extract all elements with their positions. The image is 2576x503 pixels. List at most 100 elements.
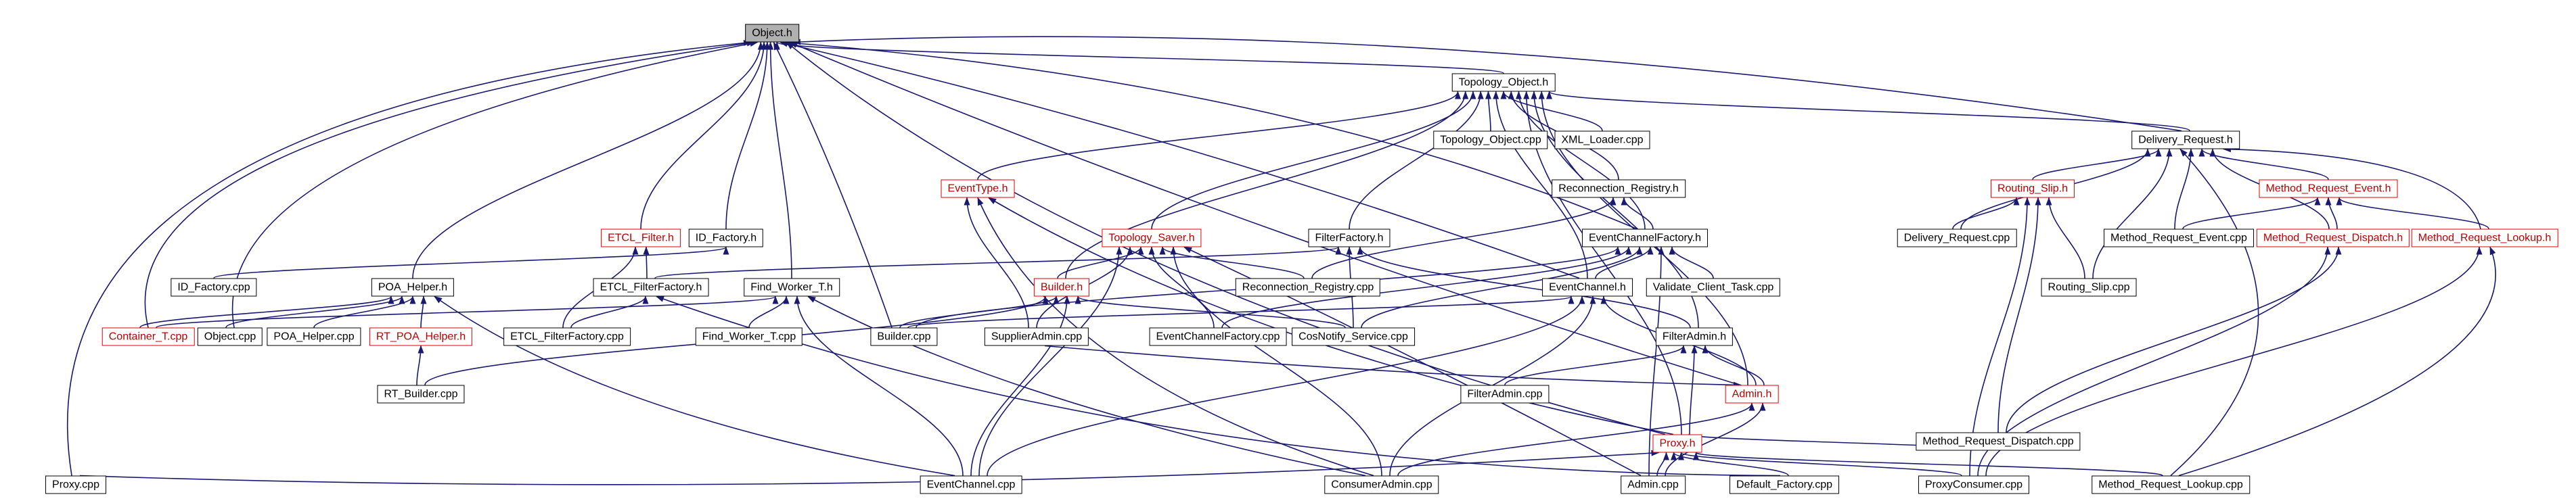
graph-node-method-request-event-cpp[interactable]: Method_Request_Event.cpp xyxy=(2104,229,2254,247)
edge-container-t-cpp-includes-object-h xyxy=(144,40,755,328)
graph-node-etcl-filterfactory-h[interactable]: ETCL_FilterFactory.h xyxy=(593,278,709,297)
graph-node-consumeradmin-cpp[interactable]: ConsumerAdmin.cpp xyxy=(1324,475,1439,494)
graph-node-proxy-cpp[interactable]: Proxy.cpp xyxy=(45,475,106,494)
edge-eventchannel-cpp-includes-find-worker-t-h xyxy=(794,295,964,476)
edge-rt-poa-helper-h-includes-poa-helper-h xyxy=(420,295,427,328)
edge-filterfactory-h-includes-topology-object-h xyxy=(1349,91,1484,229)
graph-node-default-factory-cpp[interactable]: Default_Factory.cpp xyxy=(1730,475,1839,494)
graph-node-cosnotify-service-cpp[interactable]: CosNotify_Service.cpp xyxy=(1292,327,1415,346)
edge-id-factory-cpp-includes-id-factory-h xyxy=(213,246,729,279)
edge-eventchannel-cpp-includes-poa-helper-h xyxy=(434,295,955,477)
graph-node-admin-cpp[interactable]: Admin.cpp xyxy=(1621,475,1686,494)
graph-node-eventchannelfactory-h[interactable]: EventChannelFactory.h xyxy=(1581,229,1709,247)
edge-method-request-event-cpp-includes-method-request-event-h xyxy=(2182,197,2321,229)
edge-filteradmin-h-includes-filterfactory-h xyxy=(1357,246,1691,328)
edge-builder-cpp-includes-builder-h xyxy=(899,295,1060,329)
graph-node-delivery-request-h[interactable]: Delivery_Request.h xyxy=(2131,130,2240,149)
graph-node-etcl-filter-h[interactable]: ETCL_Filter.h xyxy=(601,229,681,247)
edge-routing-slip-cpp-includes-routing-slip-h xyxy=(2046,197,2085,279)
edge-proxy-h-includes-eventtype-h xyxy=(988,197,1674,435)
edge-eventchannelfactory-h-includes-topology-object-h xyxy=(1516,91,1646,229)
graph-node-routing-slip-h[interactable]: Routing_Slip.h xyxy=(1990,179,2075,198)
graph-node-poa-helper-h[interactable]: POA_Helper.h xyxy=(371,278,455,297)
graph-node-filteradmin-cpp[interactable]: FilterAdmin.cpp xyxy=(1460,385,1550,404)
edge-xml-loader-cpp-includes-topology-object-h xyxy=(1500,91,1603,131)
edge-delivery-request-h-includes-topology-object-h xyxy=(1546,91,2190,132)
graph-node-object-h[interactable]: Object.h xyxy=(745,24,799,43)
graph-node-topology-saver-h[interactable]: Topology_Saver.h xyxy=(1102,229,1202,247)
graph-node-eventchannelfactory-cpp[interactable]: EventChannelFactory.cpp xyxy=(1149,327,1287,346)
graph-node-find-worker-t-cpp[interactable]: Find_Worker_T.cpp xyxy=(695,327,803,346)
graph-node-builder-cpp[interactable]: Builder.cpp xyxy=(870,327,938,346)
graph-node-method-request-lookup-cpp[interactable]: Method_Request_Lookup.cpp xyxy=(2092,475,2250,494)
graph-node-proxyconsumer-cpp[interactable]: ProxyConsumer.cpp xyxy=(1918,475,2030,494)
edge-cosnotify-service-cpp-includes-eventchannelfactory-h xyxy=(1361,246,1643,328)
edge-eventchannel-h-includes-topology-object-h xyxy=(1493,91,1588,279)
graph-node-eventtype-h[interactable]: EventType.h xyxy=(941,179,1015,198)
edge-default-factory-cpp-includes-proxy-h xyxy=(1671,452,1789,477)
edge-method-request-dispatch-h-includes-method-request-event-h xyxy=(2325,197,2338,229)
graph-node-method-request-dispatch-h[interactable]: Method_Request_Dispatch.h xyxy=(2256,229,2410,247)
edge-topology-object-cpp-includes-topology-object-h xyxy=(1485,91,1492,131)
graph-node-find-worker-t-h[interactable]: Find_Worker_T.h xyxy=(744,278,840,297)
graph-node-xml-loader-cpp[interactable]: XML_Loader.cpp xyxy=(1554,130,1650,149)
edge-builder-cpp-includes-eventchannel-h xyxy=(907,295,1574,329)
edge-find-worker-t-cpp-includes-find-worker-t-h xyxy=(748,295,790,328)
edge-eventchannelfactory-h-includes-object-h xyxy=(782,39,1637,230)
graph-node-builder-h[interactable]: Builder.h xyxy=(1033,278,1090,297)
graph-node-delivery-request-cpp[interactable]: Delivery_Request.cpp xyxy=(1897,229,2017,247)
edge-consumeradmin-cpp-includes-topology-saver-h xyxy=(1170,246,1382,476)
graph-node-reconnection-registry-cpp[interactable]: Reconnection_Registry.cpp xyxy=(1235,278,1381,297)
graph-node-rt-builder-cpp[interactable]: RT_Builder.cpp xyxy=(377,385,465,404)
graph-node-reconnection-registry-h[interactable]: Reconnection_Registry.h xyxy=(1552,179,1686,198)
edge-topology-object-h-includes-object-h xyxy=(774,41,1504,74)
graph-node-method-request-lookup-h[interactable]: Method_Request_Lookup.h xyxy=(2411,229,2558,247)
edge-delivery-request-h-includes-object-h xyxy=(792,36,2182,132)
graph-node-object-cpp[interactable]: Object.cpp xyxy=(197,327,263,346)
edge-topology-saver-h-includes-topology-object-h xyxy=(1151,91,1476,229)
edge-object-cpp-includes-object-h xyxy=(231,41,759,328)
edge-method-request-lookup-cpp-includes-proxy-h xyxy=(1693,452,2163,477)
edge-etcl-filterfactory-h-includes-etcl-filter-h xyxy=(643,246,650,279)
edge-reconnection-registry-cpp-includes-reconnection-registry-h xyxy=(1311,197,1617,279)
graph-node-admin-h[interactable]: Admin.h xyxy=(1725,385,1779,404)
graph-node-filterfactory-h[interactable]: FilterFactory.h xyxy=(1308,229,1391,247)
edge-container-t-cpp-includes-find-worker-t-h xyxy=(156,295,778,329)
graph-node-container-t-cpp[interactable]: Container_T.cpp xyxy=(101,327,195,346)
edge-method-request-dispatch-cpp-includes-method-request-dispatch-h xyxy=(2006,246,2342,433)
edge-etcl-filterfactory-cpp-includes-etcl-filterfactory-h xyxy=(570,295,649,328)
graph-node-etcl-filterfactory-cpp[interactable]: ETCL_FilterFactory.cpp xyxy=(503,327,631,346)
edge-builder-cpp-includes-object-h xyxy=(773,41,892,328)
graph-node-proxy-h[interactable]: Proxy.h xyxy=(1652,434,1702,453)
edge-consumeradmin-cpp-includes-admin-h xyxy=(1397,402,1755,476)
edge-consumeradmin-cpp-includes-find-worker-t-h xyxy=(807,295,1366,477)
graph-node-id-factory-cpp[interactable]: ID_Factory.cpp xyxy=(171,278,257,297)
edge-consumeradmin-cpp-includes-eventtype-h xyxy=(977,197,1374,477)
edge-supplieradmin-cpp-includes-admin-h xyxy=(1044,345,1742,388)
graph-node-supplieradmin-cpp[interactable]: SupplierAdmin.cpp xyxy=(984,327,1089,346)
edge-method-request-lookup-cpp-includes-method-request-lookup-h xyxy=(2178,246,2496,477)
graph-node-rt-poa-helper-h[interactable]: RT_POA_Helper.h xyxy=(369,327,473,346)
graph-node-method-request-dispatch-cpp[interactable]: Method_Request_Dispatch.cpp xyxy=(1916,432,2081,451)
graph-node-filteradmin-h[interactable]: FilterAdmin.h xyxy=(1655,327,1734,346)
graph-node-eventchannel-cpp[interactable]: EventChannel.cpp xyxy=(920,475,1022,494)
edge-eventchannelfactory-cpp-includes-eventchannelfactory-h xyxy=(1221,246,1632,328)
graph-node-routing-slip-cpp[interactable]: Routing_Slip.cpp xyxy=(2041,278,2137,297)
graph-node-method-request-event-h[interactable]: Method_Request_Event.h xyxy=(2259,179,2398,198)
edge-method-request-event-h-includes-delivery-request-h xyxy=(2198,148,2329,180)
edge-admin-cpp-includes-admin-h xyxy=(1665,402,1766,476)
graph-node-eventchannel-h[interactable]: EventChannel.h xyxy=(1542,278,1633,297)
graph-node-topology-object-cpp[interactable]: Topology_Object.cpp xyxy=(1433,130,1548,149)
edge-rt-builder-cpp-includes-rt-poa-helper-h xyxy=(416,345,424,385)
edge-id-factory-h-includes-object-h xyxy=(725,41,771,229)
graph-node-topology-object-h[interactable]: Topology_Object.h xyxy=(1451,73,1556,92)
edge-admin-cpp-includes-topology-saver-h xyxy=(1183,246,1642,477)
edge-builder-h-includes-topology-saver-h xyxy=(1057,246,1144,279)
graph-node-id-factory-h[interactable]: ID_Factory.h xyxy=(688,229,764,247)
graph-node-poa-helper-cpp[interactable]: POA_Helper.cpp xyxy=(267,327,361,346)
graph-node-validate-client-task-cpp[interactable]: Validate_Client_Task.cpp xyxy=(1646,278,1781,297)
edge-filteradmin-cpp-includes-filteradmin-h xyxy=(1504,345,1687,385)
edge-etcl-filterfactory-h-includes-filterfactory-h xyxy=(654,246,1341,279)
edge-poa-helper-h-includes-object-h xyxy=(412,41,764,279)
